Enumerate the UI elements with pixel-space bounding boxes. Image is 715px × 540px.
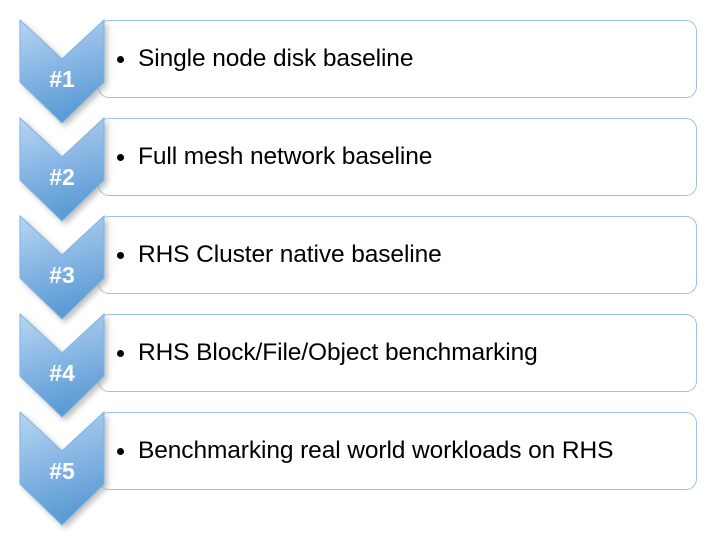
step-2-label: Full mesh network baseline	[138, 143, 433, 171]
step-1-bullet-line: Single node disk baseline	[99, 46, 413, 72]
process-step-2[interactable]: Full mesh network baseline #2	[0, 116, 715, 222]
process-step-3[interactable]: RHS Cluster native baseline #3	[0, 214, 715, 320]
step-4-label: RHS Block/File/Object benchmarking	[138, 339, 538, 367]
process-step-4[interactable]: RHS Block/File/Object benchmarking #4	[0, 312, 715, 418]
step-4-text-panel[interactable]: RHS Block/File/Object benchmarking	[98, 314, 697, 392]
step-5-bullet-line: Benchmarking real world workloads on RHS	[99, 438, 613, 464]
bullet-icon	[117, 55, 124, 63]
chevron-shape	[19, 410, 105, 526]
step-3-chevron[interactable]: #3	[19, 214, 105, 329]
step-5-label: Benchmarking real world workloads on RHS	[138, 437, 614, 465]
step-5-chevron[interactable]: #5	[19, 410, 105, 540]
step-1-label: Single node disk baseline	[138, 45, 414, 73]
process-step-5[interactable]: Benchmarking real world workloads on RHS	[0, 410, 715, 526]
step-3-label: RHS Cluster native baseline	[138, 241, 442, 269]
step-4-chevron[interactable]: #4	[19, 312, 105, 427]
chevron-shape	[19, 214, 105, 320]
bullet-icon	[117, 153, 124, 161]
step-2-bullet-line: Full mesh network baseline	[99, 144, 432, 170]
step-5-text-panel[interactable]: Benchmarking real world workloads on RHS	[98, 412, 697, 490]
chevron-shape	[19, 116, 105, 222]
bullet-icon	[117, 251, 124, 259]
step-2-text-panel[interactable]: Full mesh network baseline	[98, 118, 697, 196]
step-1-chevron[interactable]: #1	[19, 18, 105, 133]
bullet-icon	[117, 447, 124, 455]
step-3-text-panel[interactable]: RHS Cluster native baseline	[98, 216, 697, 294]
process-step-1[interactable]: Single node disk baseline #1	[0, 18, 715, 124]
bullet-icon	[117, 349, 124, 357]
chevron-shape	[19, 312, 105, 418]
step-3-bullet-line: RHS Cluster native baseline	[99, 242, 442, 268]
step-1-text-panel[interactable]: Single node disk baseline	[98, 20, 697, 98]
chevron-shape	[19, 18, 105, 124]
step-4-bullet-line: RHS Block/File/Object benchmarking	[99, 340, 538, 366]
step-2-chevron[interactable]: #2	[19, 116, 105, 231]
